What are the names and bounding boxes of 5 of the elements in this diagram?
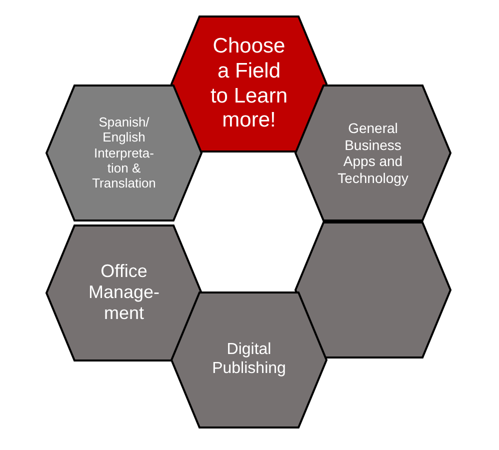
topic-label: Office Manage- ment bbox=[88, 261, 160, 325]
topic-label: Choose a Field to Learn more! bbox=[210, 34, 288, 134]
topic-label: Spanish/ English Interpreta- tion & Translation bbox=[92, 114, 156, 192]
topic-label: General Business Apps and Technology bbox=[338, 120, 408, 186]
topic-label: Digital Publishing bbox=[212, 341, 286, 379]
